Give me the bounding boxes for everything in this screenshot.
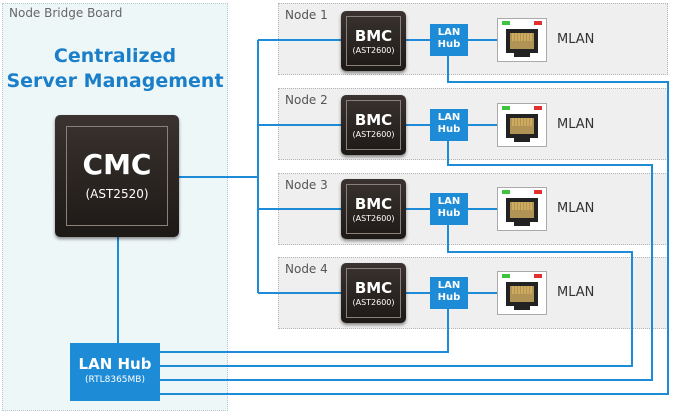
title-line-1: Centralized: [53, 45, 177, 67]
hub-uplink-2: [160, 141, 653, 381]
mlan-label: MLAN: [557, 201, 595, 216]
cmc-chip-frame: [66, 126, 168, 226]
bmc-subtitle: (AST2600): [352, 214, 395, 223]
bmc-subtitle: (AST2600): [352, 46, 395, 55]
hub-uplink-3: [160, 225, 633, 367]
bmc-subtitle: (AST2600): [352, 298, 395, 307]
node-lan-hub-4: LAN Hub: [430, 277, 468, 309]
hub-uplink-1: [160, 56, 669, 395]
cmc-subtitle: (AST2520): [85, 187, 149, 201]
hub-line-2: Hub: [437, 208, 461, 219]
node-label: Node 1: [285, 8, 328, 22]
main-lan-hub: LAN Hub (RTL8365MB): [70, 343, 160, 401]
hub-line-1: LAN: [437, 196, 461, 207]
title-line-2: Server Management: [6, 70, 224, 92]
node-lan-hub-2: LAN Hub: [430, 109, 468, 141]
bmc-subtitle: (AST2600): [352, 130, 395, 139]
bmc-title: BMC: [354, 195, 393, 213]
node-lan-hub-1: LAN Hub: [430, 24, 468, 56]
mlan-port-1: [497, 18, 547, 62]
node-label: Node 4: [285, 262, 328, 276]
bmc-chip-frame: [346, 16, 401, 66]
bmc-title: BMC: [354, 111, 393, 129]
hub-line-1: LAN: [437, 27, 461, 38]
node-label: Node 3: [285, 178, 328, 192]
node-label: Node 2: [285, 93, 328, 107]
bmc-chip-frame: [346, 184, 401, 234]
node-lan-hub-3: LAN Hub: [430, 193, 468, 225]
ethernet-port-icon: [502, 190, 542, 226]
diagram-title: Centralized Server Management: [2, 44, 228, 94]
bridge-board-label: Node Bridge Board: [9, 6, 123, 20]
main-hub-subtitle: (RTL8365MB): [85, 375, 145, 385]
bmc-title: BMC: [354, 27, 393, 45]
ethernet-port-icon: [502, 21, 542, 57]
hub-line-1: LAN: [437, 112, 461, 123]
mlan-port-4: [497, 271, 547, 315]
bmc-chip-2: BMC (AST2600): [341, 95, 406, 155]
ethernet-port-icon: [502, 106, 542, 142]
mlan-label: MLAN: [557, 285, 595, 300]
bmc-chip-frame: [346, 100, 401, 150]
bmc-chip-4: BMC (AST2600): [341, 263, 406, 323]
ethernet-port-icon: [502, 274, 542, 310]
bmc-title: BMC: [354, 279, 393, 297]
hub-line-1: LAN: [437, 280, 461, 291]
mlan-port-3: [497, 187, 547, 231]
bmc-chip-frame: [346, 268, 401, 318]
bmc-chip-1: BMC (AST2600): [341, 11, 406, 71]
hub-line-2: Hub: [437, 292, 461, 303]
mlan-label: MLAN: [557, 117, 595, 132]
mlan-port-2: [497, 103, 547, 147]
cmc-title: CMC: [82, 148, 152, 181]
cmc-chip: CMC (AST2520): [55, 115, 179, 237]
hub-line-2: Hub: [437, 124, 461, 135]
mlan-label: MLAN: [557, 32, 595, 47]
hub-uplink-4: [160, 309, 449, 353]
main-hub-title: LAN Hub: [78, 355, 152, 373]
hub-line-2: Hub: [437, 39, 461, 50]
bmc-chip-3: BMC (AST2600): [341, 179, 406, 239]
